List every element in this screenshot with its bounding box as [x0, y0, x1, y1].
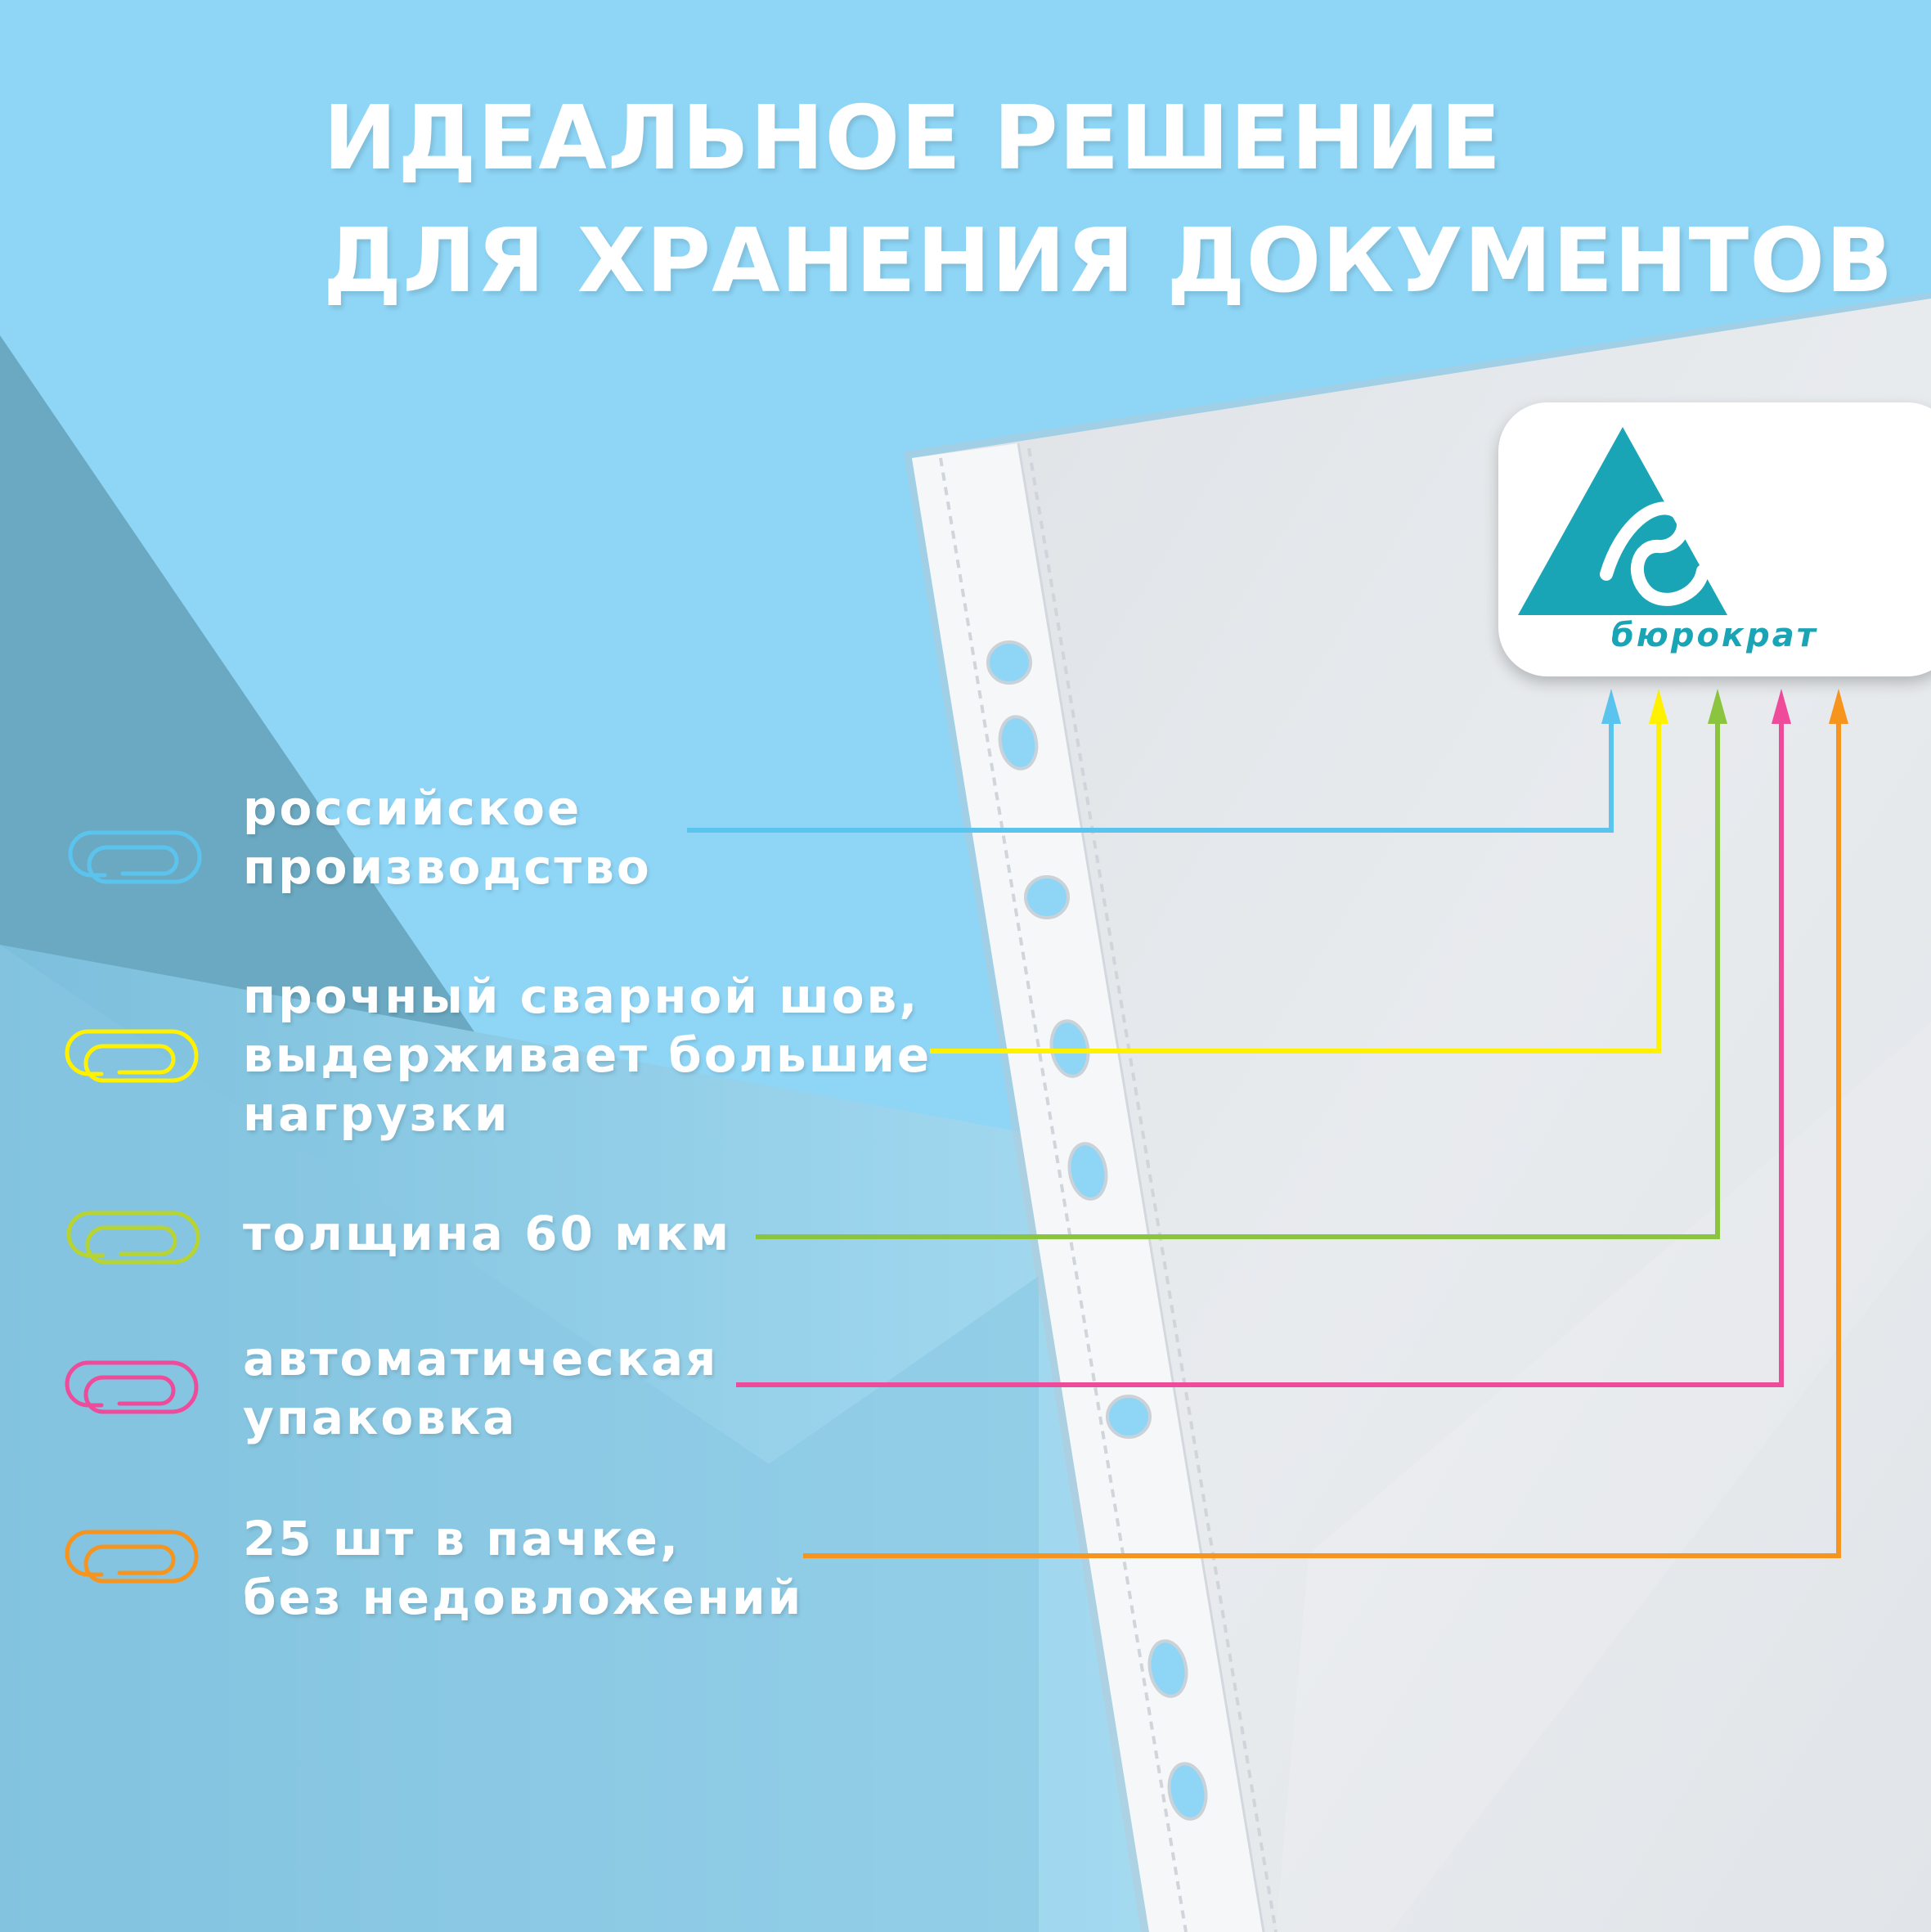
weld-seam-right: [1027, 447, 1278, 1932]
arrow-head-5: [1829, 689, 1848, 724]
connector-line-2: [930, 720, 1661, 1054]
headline: ИДЕАЛЬНОЕ РЕШЕНИЕ ДЛЯ ХРАНЕНИЯ ДОКУМЕНТО…: [323, 78, 1893, 323]
feature-auto-packing: автоматическая упаковка: [243, 1329, 718, 1447]
feature-line: толщина 60 мкм: [243, 1206, 732, 1261]
punch-hole: [1067, 1142, 1108, 1201]
paperclip-icon: [65, 1360, 199, 1414]
brand-logo-icon: [1518, 427, 1727, 615]
punch-hole: [1106, 1395, 1152, 1439]
brand-name: бюрократ: [1611, 617, 1818, 654]
paperclip-icon: [68, 830, 202, 884]
arrow-head-4: [1772, 689, 1791, 724]
sheet-protector: [904, 293, 1931, 1932]
arrow-head-3: [1708, 689, 1727, 724]
feature-line: без недовложений: [243, 1570, 804, 1625]
sheet-strip-edge: [1017, 443, 1265, 1932]
feature-line: выдерживает большие: [243, 1027, 932, 1083]
connector-line-5: [803, 720, 1841, 1558]
feature-line: упаковка: [243, 1390, 518, 1445]
headline-line-2: ДЛЯ ХРАНЕНИЯ ДОКУМЕНТОВ: [323, 210, 1894, 312]
feature-weld-seam: прочный сварной шов, выдерживает большие…: [243, 967, 932, 1143]
feature-line: 25 шт в пачке,: [243, 1511, 680, 1566]
punch-hole: [986, 640, 1032, 685]
arrow-head-2: [1649, 689, 1668, 724]
punch-holes: [986, 640, 1208, 1821]
connectors: [687, 720, 1841, 1558]
feature-pack-count: 25 шт в пачке, без недовложений: [243, 1509, 803, 1627]
sheet-highlight: [1276, 1022, 1931, 1932]
feature-thickness: толщина 60 мкм: [243, 1204, 731, 1263]
connector-line-4: [736, 720, 1784, 1387]
paperclip-icon: [65, 1029, 199, 1083]
feature-line: производство: [243, 839, 652, 895]
arrow-head-1: [1601, 689, 1621, 724]
headline-line-1: ИДЕАЛЬНОЕ РЕШЕНИЕ: [323, 88, 1502, 190]
paperclip-icon: [65, 1530, 199, 1584]
feature-line: прочный сварной шов,: [243, 968, 920, 1024]
paperclip-icon: [66, 1211, 200, 1265]
feature-line: автоматическая: [243, 1331, 719, 1386]
shadow-band-mid: [0, 945, 1039, 1932]
punch-hole: [998, 715, 1039, 771]
feature-line: российское: [243, 780, 582, 836]
connector-line-1: [687, 720, 1614, 833]
punch-hole: [1024, 875, 1070, 919]
feature-russian-production: российское производство: [243, 779, 652, 896]
brand-logo-card: бюрократ: [1498, 402, 1931, 676]
punch-hole: [1167, 1762, 1208, 1821]
connector-line-3: [756, 720, 1720, 1239]
connector-arrows: [1601, 689, 1848, 724]
punch-hole: [1147, 1639, 1188, 1698]
feature-line: нагрузки: [243, 1086, 510, 1142]
